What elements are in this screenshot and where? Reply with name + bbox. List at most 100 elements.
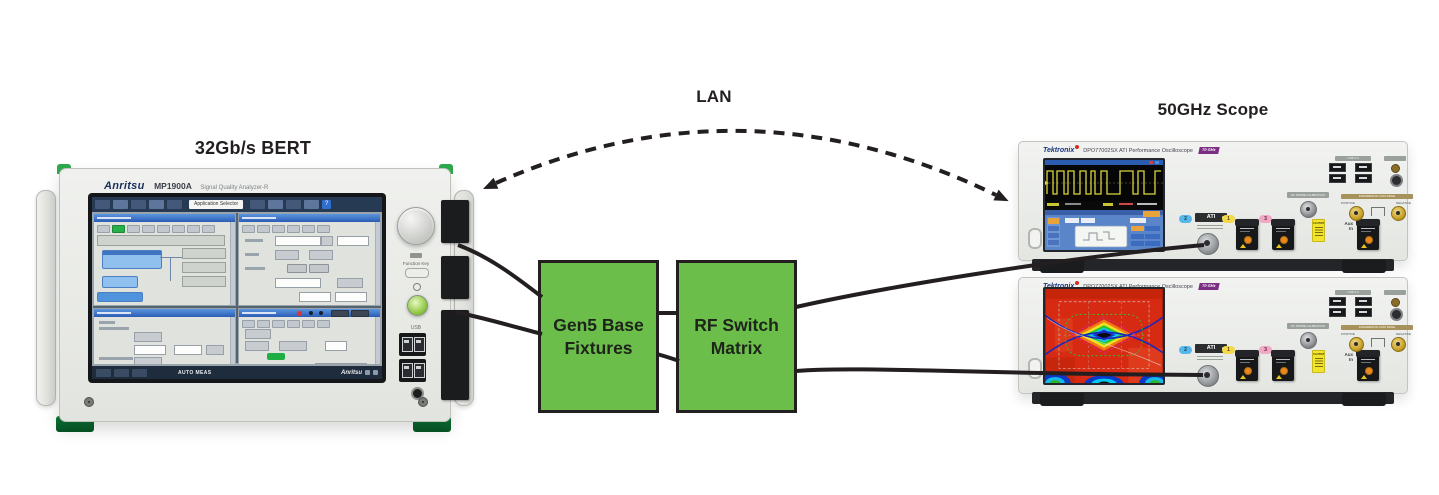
differential-fast-edge: DIFFERENTIAL FAST EDGE POSITIVE NEGATIVE bbox=[1341, 194, 1413, 230]
bandwidth-badge: 70 GHz bbox=[1198, 147, 1220, 154]
bert-screen: Application Selector ? bbox=[92, 197, 382, 379]
lan-arrowhead-right bbox=[993, 189, 1009, 202]
bert-panel-noise bbox=[93, 308, 236, 365]
channel-3-label: 3 bbox=[1259, 346, 1272, 354]
bert-side-module bbox=[441, 310, 469, 400]
usb-port-pair bbox=[399, 359, 426, 382]
lan-dashed-arc bbox=[495, 128, 997, 197]
bert-status-bar: AUTO MEAS Anritsu bbox=[92, 366, 382, 379]
scope-power-button bbox=[1028, 358, 1042, 379]
dc-probe-cal-connector bbox=[1300, 332, 1317, 349]
current-on-indicator bbox=[267, 353, 285, 360]
aux-in-label: Aux In bbox=[1344, 221, 1353, 232]
bert-control-column: Function Key USB bbox=[390, 191, 448, 423]
dc-probe-cal-connector bbox=[1300, 201, 1317, 218]
rf-line1: RF Switch bbox=[694, 314, 779, 335]
anritsu-footer-logo: Anritsu bbox=[341, 369, 362, 376]
usb-ports: USB 2.0 bbox=[1327, 156, 1379, 183]
channel-2-label: 2 bbox=[1179, 346, 1192, 354]
bert-front-panel: Anritsu MP1900A Signal Quality Analyzer-… bbox=[59, 168, 451, 422]
dc-probe-cal-label: DC PROBE CALIBRATION bbox=[1287, 192, 1329, 198]
channel-1-label: 1 bbox=[1222, 215, 1235, 223]
rf-line2: Matrix bbox=[710, 337, 763, 358]
panel-screw bbox=[84, 397, 94, 407]
negative-label: NEGATIVE bbox=[1396, 201, 1411, 205]
positive-label: POSITIVE bbox=[1341, 201, 1355, 205]
gen5-line2: Fixtures bbox=[564, 337, 633, 358]
help-button: ? bbox=[322, 200, 332, 209]
bert-instrument: Anritsu MP1900A Signal Quality Analyzer-… bbox=[35, 164, 474, 434]
bert-title: 32Gb/s BERT bbox=[194, 138, 312, 158]
probe-module-ch3 bbox=[1271, 350, 1295, 381]
scope-model-text: DPO77002SX ATI Performance Oscilloscope bbox=[1083, 147, 1193, 154]
scope-front-panel: Tektronix DPO77002SX ATI Performance Osc… bbox=[1018, 141, 1413, 261]
usb-label: USB 2.0 bbox=[1335, 290, 1371, 295]
power-symbol bbox=[413, 283, 421, 291]
bert-side-module bbox=[441, 256, 469, 299]
probe-module-ch1 bbox=[1235, 219, 1259, 250]
bert-left-handle bbox=[36, 190, 56, 406]
channel-3-label: 3 bbox=[1259, 215, 1272, 223]
panel-screw bbox=[418, 397, 428, 407]
bert-screen-bezel: Application Selector ? bbox=[88, 193, 386, 383]
bert-power-button bbox=[407, 295, 428, 316]
tektronix-logo: Tektronix bbox=[1043, 147, 1079, 154]
bert-panel-pattern bbox=[93, 213, 236, 306]
probe-module-ch3 bbox=[1271, 219, 1295, 250]
scope-base bbox=[1032, 392, 1394, 406]
ground-jacks bbox=[1384, 156, 1406, 187]
diff-edge-label: DIFFERENTIAL FAST EDGE bbox=[1341, 325, 1413, 330]
dc-probe-cal-label: DC PROBE CALIBRATION bbox=[1287, 323, 1329, 329]
aux-probe-module bbox=[1356, 219, 1380, 250]
application-selector-button: Application Selector bbox=[189, 200, 244, 209]
usb-label: USB 2.0 bbox=[1335, 156, 1371, 161]
lan-label: LAN bbox=[696, 87, 732, 106]
scope-base bbox=[1032, 259, 1394, 273]
aux-in-label: Aux In bbox=[1344, 352, 1353, 363]
scope-title: 50GHz Scope bbox=[1157, 100, 1269, 119]
audio-jack bbox=[411, 387, 424, 400]
auto-meas-text: AUTO MEAS bbox=[178, 369, 212, 376]
usb-port-pair bbox=[399, 333, 426, 356]
diff-edge-label: DIFFERENTIAL FAST EDGE bbox=[1341, 194, 1413, 199]
scope-front-panel: Tektronix DPO77002SX ATI Performance Osc… bbox=[1018, 277, 1413, 394]
bandwidth-badge: 70 GHz bbox=[1198, 283, 1220, 290]
gen5-line1: Gen5 Base bbox=[553, 314, 644, 335]
probe-module-ch1 bbox=[1235, 350, 1259, 381]
negative-label: NEGATIVE bbox=[1396, 332, 1411, 336]
rotary-knob bbox=[397, 207, 435, 245]
oscilloscope-top: Tektronix DPO77002SX ATI Performance Osc… bbox=[1018, 141, 1413, 273]
function-key-button bbox=[405, 268, 429, 278]
caution-sticker: CAUTION bbox=[1312, 350, 1325, 373]
scope-power-button bbox=[1028, 228, 1042, 249]
rf-switch-matrix-box: RF Switch Matrix bbox=[676, 260, 797, 413]
ati-connector bbox=[1197, 365, 1219, 387]
function-key-label: Function Key bbox=[402, 261, 430, 266]
lan-arrowhead-left bbox=[483, 177, 499, 189]
function-key-icon bbox=[410, 253, 422, 258]
usb-ports: USB 2.0 bbox=[1327, 290, 1379, 317]
channel-2-label: 2 bbox=[1179, 215, 1192, 223]
oscilloscope-bottom: Tektronix DPO77002SX ATI Performance Osc… bbox=[1018, 277, 1413, 406]
gen5-base-fixtures-box: Gen5 Base Fixtures bbox=[538, 260, 659, 413]
channel-1-label: 1 bbox=[1222, 346, 1235, 354]
caution-sticker: CAUTION bbox=[1312, 219, 1325, 242]
ground-jacks bbox=[1384, 290, 1406, 321]
scope-screen-eye-diagram bbox=[1043, 287, 1165, 385]
aux-probe-module bbox=[1356, 350, 1380, 381]
ati-connector bbox=[1197, 233, 1219, 255]
bert-screen-panels bbox=[93, 213, 381, 365]
positive-label: POSITIVE bbox=[1341, 332, 1355, 336]
scope-screen-waveform bbox=[1043, 158, 1165, 252]
scope-branding: Tektronix DPO77002SX ATI Performance Osc… bbox=[1043, 147, 1220, 154]
bert-panel-result bbox=[238, 308, 381, 365]
bert-model: MP1900A bbox=[154, 181, 192, 191]
bert-screen-toolbar: Application Selector ? bbox=[92, 197, 382, 212]
bert-side-module bbox=[441, 200, 469, 243]
anritsu-logo: Anritsu bbox=[104, 180, 145, 192]
usb-caption: USB bbox=[410, 325, 422, 331]
bert-branding: Anritsu MP1900A Signal Quality Analyzer-… bbox=[104, 176, 268, 194]
bert-model-subtitle: Signal Quality Analyzer-R bbox=[200, 185, 269, 191]
differential-fast-edge: DIFFERENTIAL FAST EDGE POSITIVE NEGATIVE bbox=[1341, 325, 1413, 361]
